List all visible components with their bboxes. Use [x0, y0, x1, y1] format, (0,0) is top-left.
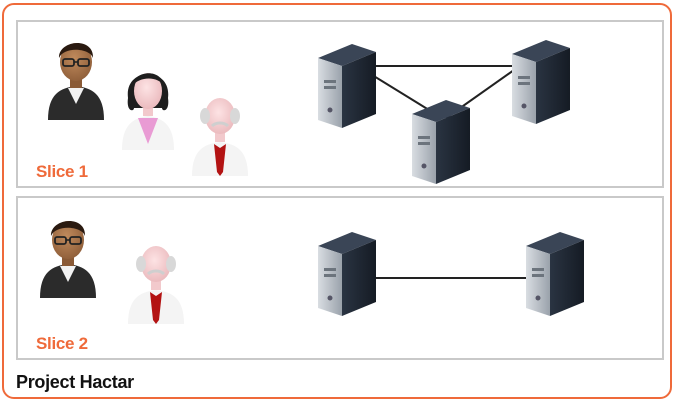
elderly-man-icon [128, 246, 184, 324]
slice-panel-2: Slice 2 [16, 196, 664, 360]
server-icon [412, 100, 470, 184]
diagram-title: Project Hactar [16, 372, 134, 392]
server-icon [526, 232, 584, 316]
slice-label: Slice 1 [36, 162, 88, 181]
server-icon [318, 232, 376, 316]
slice-2-scene [40, 220, 584, 324]
man-glasses-icon [48, 42, 104, 120]
elderly-man-icon [192, 98, 248, 176]
slice-1-scene [48, 40, 570, 184]
man-glasses-icon [40, 220, 96, 298]
server-icon [318, 44, 376, 128]
woman-icon [122, 73, 174, 150]
server-icon [512, 40, 570, 124]
slice-label: Slice 2 [36, 334, 88, 353]
slice-panel-1: Slice 1 [16, 20, 664, 188]
